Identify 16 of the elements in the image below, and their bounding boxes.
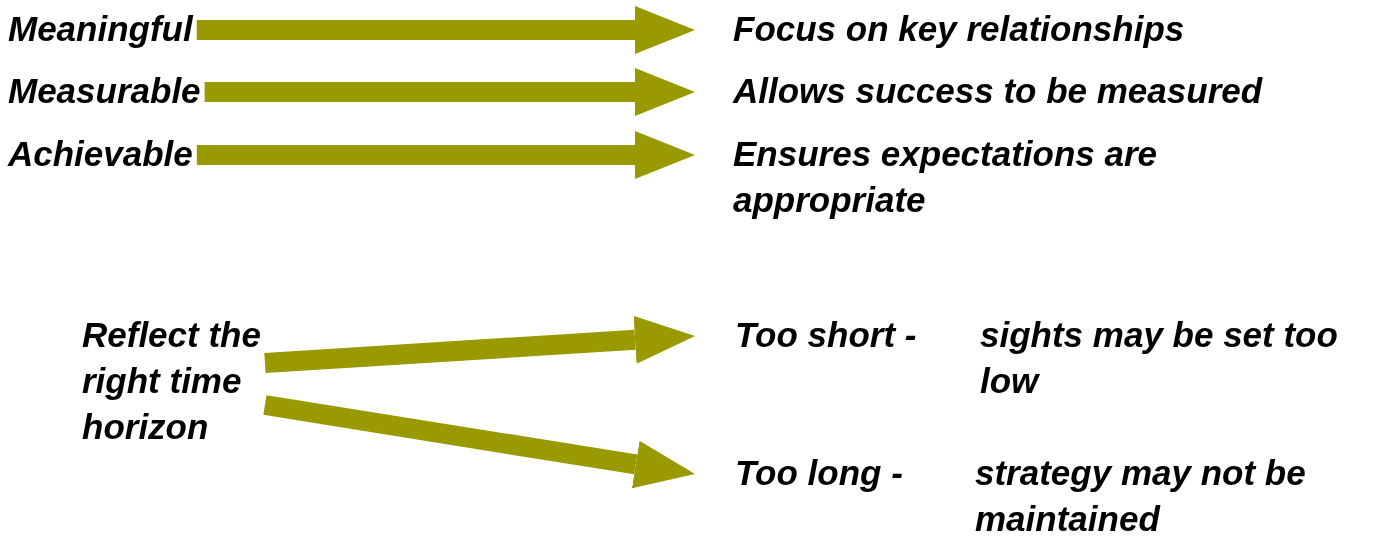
arrow [196,131,695,179]
outcome-text: strategy may not be maintained [975,452,1307,540]
criterion-text: Reflect the right time horizon [82,314,262,448]
arrow [204,68,695,116]
criterion-text: Measurable [8,70,201,112]
outcome-label: Too short - [735,314,917,356]
outcome-label: Too long - [735,452,903,494]
outcome-text: Focus on key relationships [732,8,1186,50]
outcome-text: Allows success to be measured [731,70,1264,112]
arrow [196,6,695,54]
criterion-text: Achievable [8,133,193,175]
arrow [263,395,695,489]
outcome-text: sights may be set too low [980,314,1339,402]
criterion-text: Meaningful [8,8,193,50]
outcome-text: Ensures expectations are appropriate [732,133,1159,221]
arrow [264,315,695,373]
